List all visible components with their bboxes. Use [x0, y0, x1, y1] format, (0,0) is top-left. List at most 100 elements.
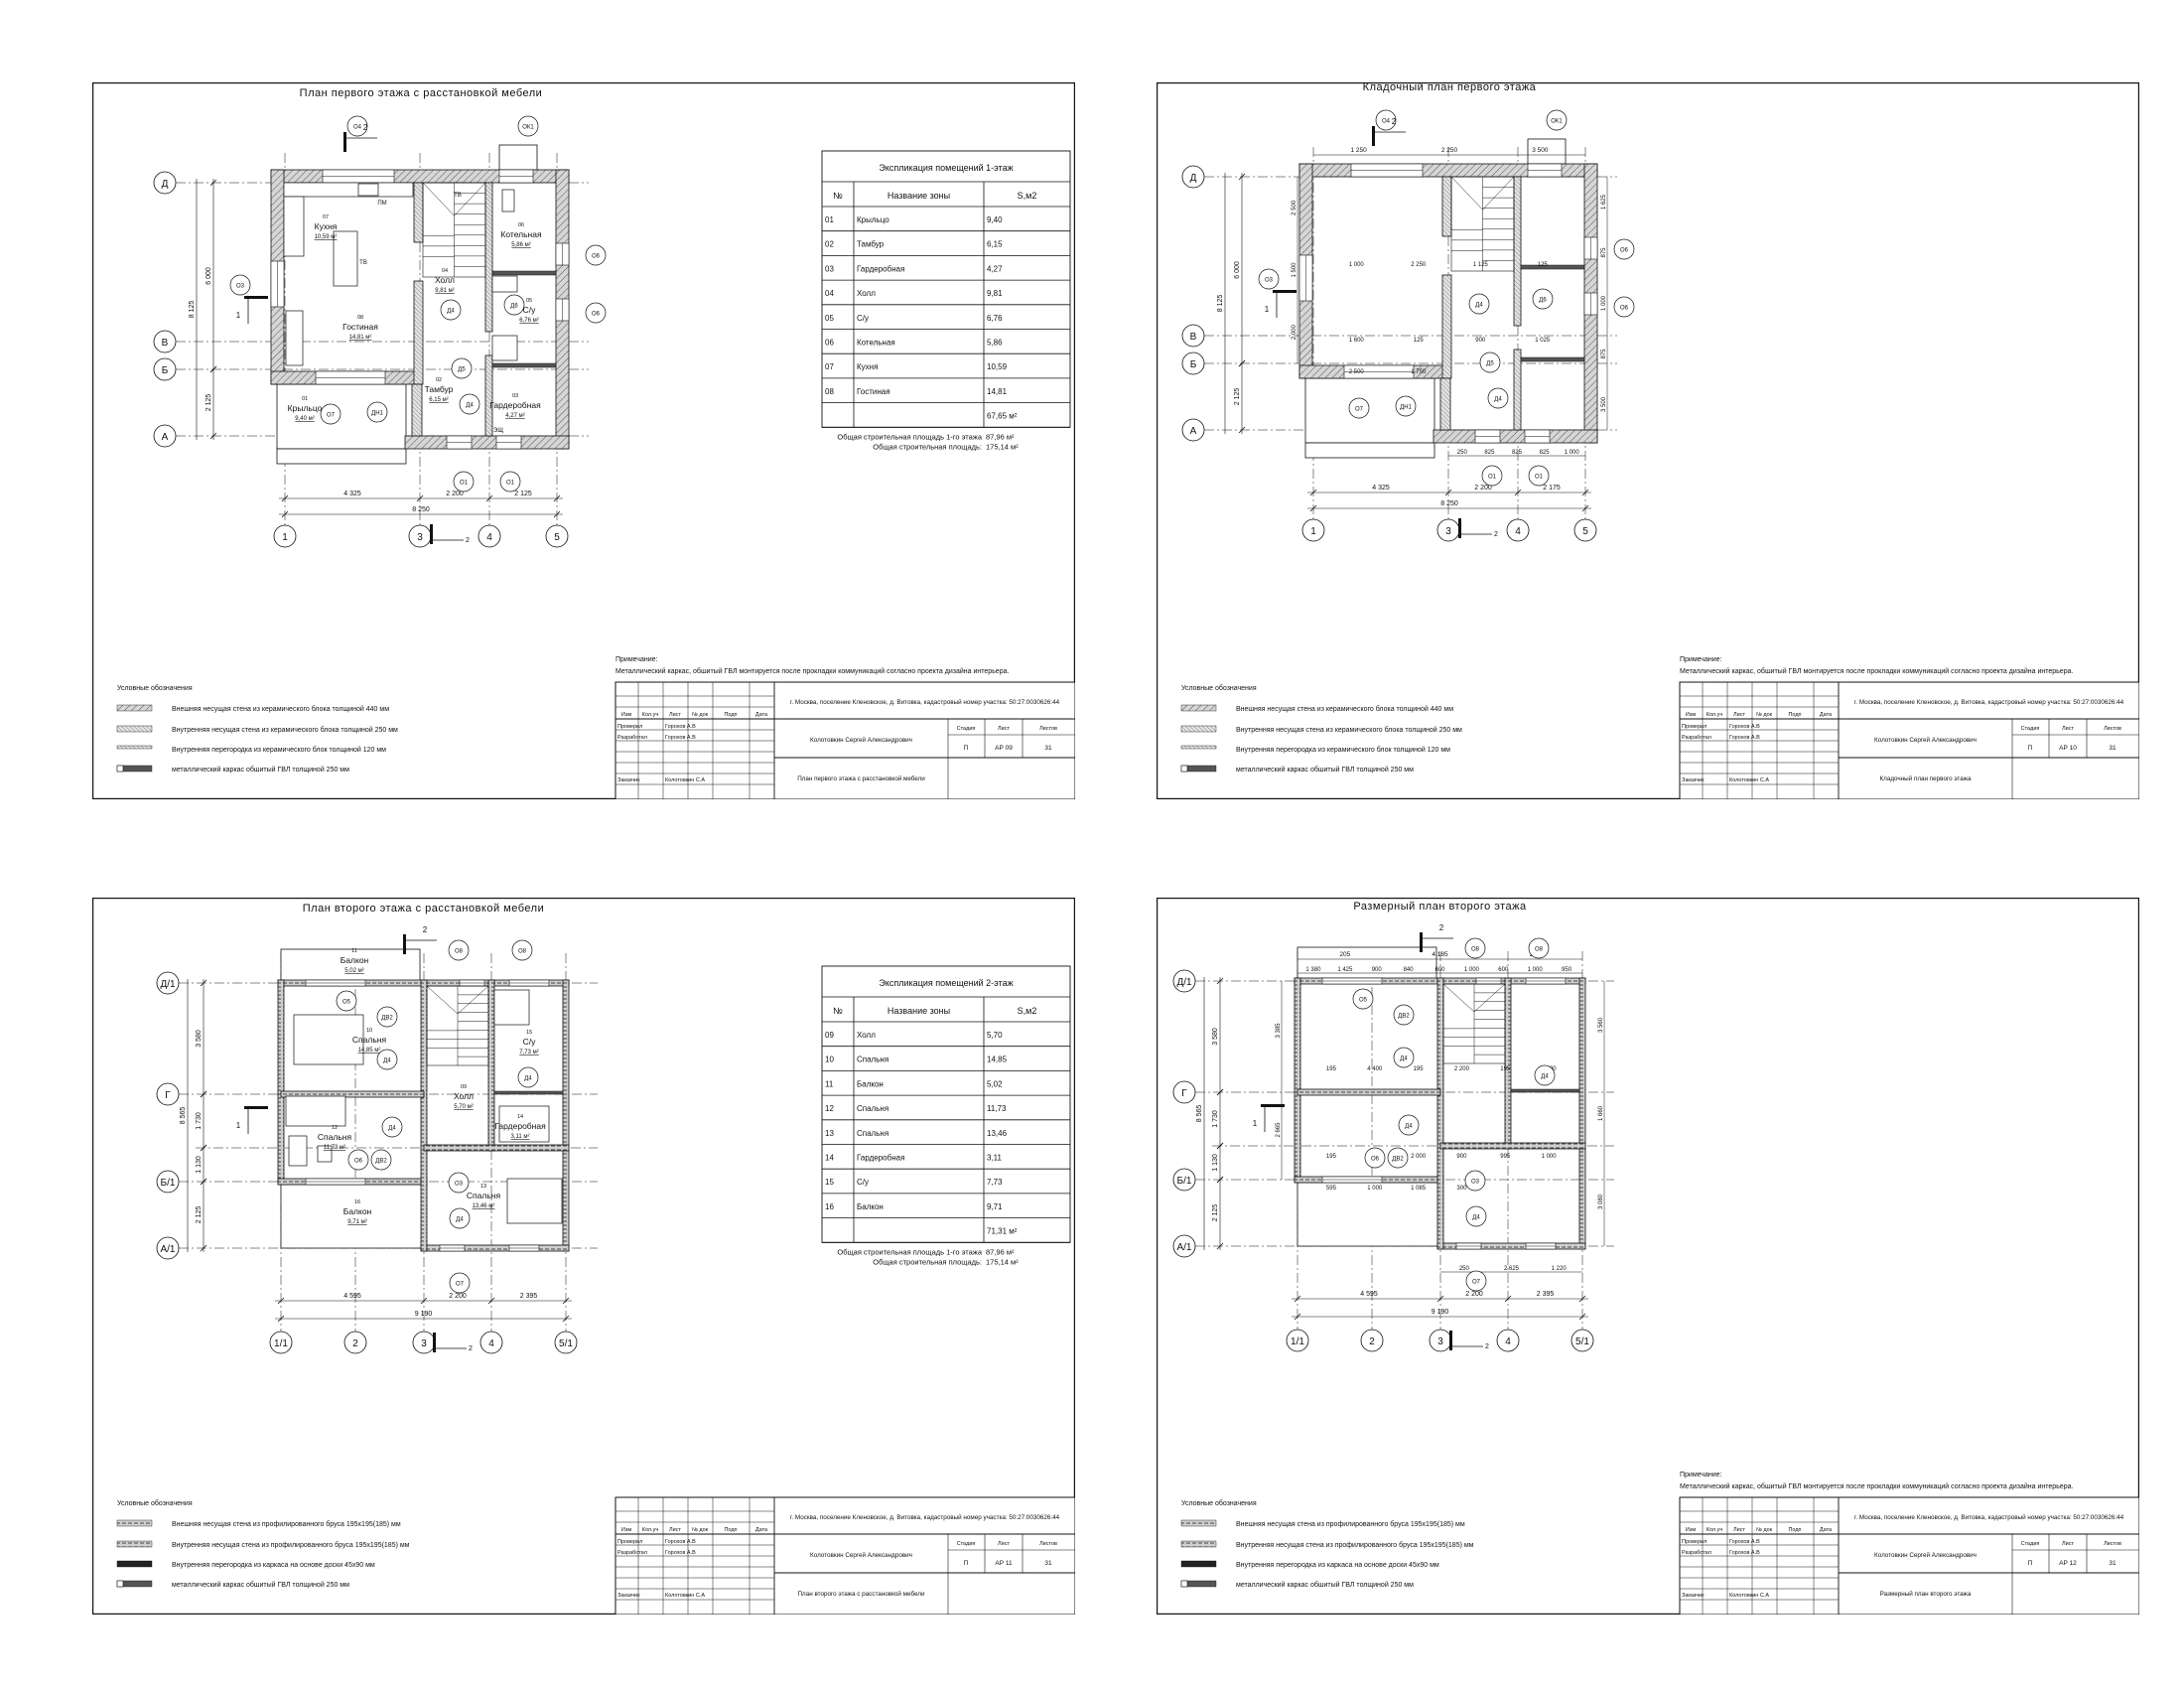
project-address: г. Москва, поселение Кленовское, д. Вито… — [790, 1513, 1060, 1521]
mark-circle — [1393, 1004, 1415, 1026]
dimension-value: 875 — [1601, 247, 1607, 258]
room-number: 15 — [526, 1030, 532, 1036]
dimension-value: 2 125 — [205, 394, 212, 412]
stair-line — [457, 985, 489, 1015]
cell-name: Холл — [857, 1031, 876, 1040]
dimension-value: 2 200 — [449, 1293, 467, 1300]
exterior-wall — [1578, 977, 1586, 1250]
legend-item: металлический каркас обшитый ГВЛ толщино… — [172, 1581, 349, 1589]
section-label: 1 — [1253, 1119, 1258, 1128]
axis-label: А — [1190, 426, 1197, 437]
section-bar — [430, 524, 433, 544]
dimension-tick — [562, 1297, 570, 1305]
legend-swatch — [116, 1560, 153, 1568]
mark-label: О1 — [1488, 475, 1497, 481]
element-mark-bubble: О4 — [346, 115, 368, 137]
cell-number: 08 — [825, 387, 834, 396]
axis-label: В — [1190, 332, 1197, 343]
owner-name: Колотовкин Сергей Александрович — [1874, 1551, 1977, 1559]
element-mark-bubble: О7 — [1348, 397, 1370, 419]
dimension-value: 3 080 — [1598, 1194, 1604, 1209]
legend-swatch — [116, 704, 153, 712]
dimension-value: 825 — [1512, 450, 1523, 456]
dimension-value: 205 — [1339, 951, 1350, 958]
interior-wall — [1297, 1088, 1441, 1096]
axis-label: Д/1 — [160, 979, 176, 990]
axis-bubble — [1181, 165, 1205, 189]
furniture — [283, 182, 414, 198]
cell-number: 11 — [825, 1079, 834, 1088]
furniture — [293, 1014, 364, 1065]
furniture — [506, 1178, 563, 1224]
element-mark-bubble: ДВ2 — [376, 1006, 398, 1028]
dimension-tick — [1216, 1088, 1224, 1096]
dimension-value: 600 — [1498, 967, 1509, 973]
note-text: Металлический каркас, обшитый ГВЛ монтир… — [1680, 667, 2073, 675]
section-label: 2 — [423, 925, 428, 934]
cell-area: 7,73 — [987, 1178, 1003, 1187]
room-name: Гардеробная — [494, 1121, 546, 1131]
mark-label: ОК1 — [1551, 119, 1563, 125]
element-mark-bubble: О3 — [448, 1172, 470, 1194]
developed-by-label: Разработал — [617, 735, 647, 741]
axis-label: 4 — [486, 532, 492, 543]
legend-item: Внешняя несущая стена из профилированног… — [1236, 1520, 1465, 1528]
dimension-tick — [1238, 359, 1246, 367]
room-label: 05С/у6,76 м² — [519, 298, 538, 324]
element-mark-bubble: Д4 — [440, 299, 462, 321]
mark-circle — [1613, 238, 1635, 260]
checked-by-name: Горохов А.В — [665, 724, 696, 730]
dimension-tick — [420, 1297, 428, 1305]
total-area-label: Общая строительная площадь: — [873, 442, 982, 451]
title-block-header: Подп — [724, 712, 737, 718]
dimension-value: 3 500 — [1532, 147, 1549, 154]
customer-label: Заказчик — [617, 1593, 640, 1599]
porch-outline — [1527, 138, 1567, 165]
axis-bubble — [269, 1331, 293, 1354]
developed-by-label: Разработал — [1682, 735, 1711, 741]
dimension-value: 1 730 — [1212, 1110, 1219, 1128]
room-area: 10,59 м² — [315, 234, 338, 240]
dimension-value: 4 595 — [343, 1293, 361, 1300]
exterior-wall — [404, 435, 570, 450]
mark-circle — [366, 401, 388, 423]
mark-label: Д4 — [466, 403, 474, 409]
mark-label: О3 — [1471, 1180, 1480, 1186]
title-block-header: Кол.уч — [642, 1527, 659, 1533]
note-label: Примечание: — [1680, 1472, 1722, 1478]
dimension-tick — [1581, 489, 1589, 496]
element-mark-bubble: О4 — [1375, 109, 1397, 131]
cell-number: 09 — [825, 1031, 834, 1040]
cell-area: 5,02 — [987, 1079, 1003, 1088]
dimension-value: 300 — [1456, 1186, 1467, 1192]
mark-label: О3 — [1265, 278, 1274, 284]
mark-circle — [1395, 395, 1417, 417]
axis-label: А — [162, 432, 169, 443]
checked-by-name: Горохов А.В — [1729, 724, 1760, 730]
dimension-value: 6 000 — [1234, 261, 1241, 279]
legend-item: Внутренняя перегородка из каркаса на осн… — [172, 1562, 375, 1569]
axis-bubble — [156, 971, 180, 995]
sheets-total: 31 — [2109, 1560, 2116, 1567]
mark-label: О5 — [1359, 998, 1368, 1004]
interior-wall — [1513, 349, 1522, 431]
dimension-tick — [209, 432, 217, 440]
cell-area: 9,40 — [987, 215, 1003, 224]
axis-label: Г — [1181, 1088, 1187, 1099]
floor-plan: План второго этажа с расстановкой мебели… — [156, 903, 598, 1354]
section-cut-mark: 2 — [1420, 923, 1453, 952]
mark-label: ДВ2 — [375, 1159, 387, 1165]
section-cut-mark: 1 — [1253, 1104, 1285, 1132]
stage-value: П — [2028, 745, 2033, 752]
mark-circle — [1398, 1114, 1420, 1136]
